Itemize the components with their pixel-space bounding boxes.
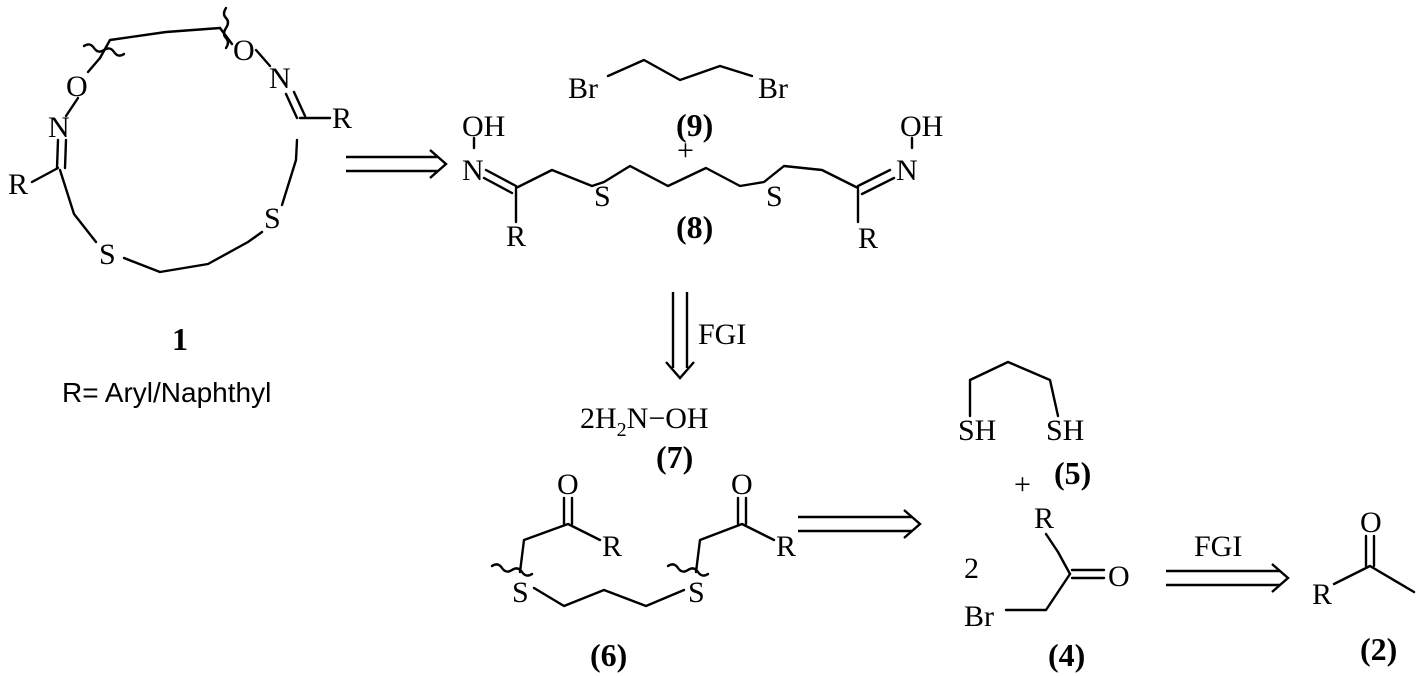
c8-atom-n-right: N	[896, 154, 918, 187]
c1-bond-n-o-right	[254, 48, 272, 68]
compound-9: Br Br (9)	[568, 58, 788, 143]
c4-atom-r: R	[1034, 502, 1054, 535]
c6-atom-o-right: O	[731, 468, 753, 501]
c1-wavy-left	[82, 43, 126, 57]
c6-atom-s-left: S	[512, 576, 529, 609]
c8-label: (8)	[676, 209, 713, 245]
fgi-label-2: FGI	[1194, 530, 1242, 563]
c1-atom-o-left: O	[66, 70, 88, 103]
c5-label: (5)	[1054, 455, 1091, 491]
c6-s-chain	[532, 586, 686, 608]
retro-arrow-2	[798, 509, 922, 539]
c1-atom-o-right: O	[233, 34, 255, 67]
c1-atom-n-left: N	[48, 111, 70, 144]
c8-atom-s-right: S	[766, 180, 783, 213]
c7-text: 2H2N−OH	[580, 402, 709, 441]
c4-coef: 2	[964, 552, 979, 585]
compound-7: 2H2N−OH (7)	[580, 402, 709, 475]
c6-wavy-right	[666, 563, 710, 577]
c9-chain	[606, 58, 754, 82]
c1-right-chain	[280, 138, 299, 207]
c1-atom-s-right: S	[264, 202, 281, 235]
c1-bond-c-n-right-a	[284, 92, 299, 120]
retro-arrow-1	[346, 149, 448, 179]
c1-wavy-right	[222, 6, 230, 50]
c6-left-arm	[518, 522, 602, 574]
c8-bond-c-n-right-a	[856, 168, 892, 188]
c4-atom-br: Br	[964, 600, 994, 633]
c8-atom-oh-right: OH	[900, 110, 943, 143]
compound-5: SH SH (5)	[958, 360, 1091, 491]
c8-atom-oh-left: OH	[462, 110, 505, 143]
c1-atom-n-right: N	[269, 62, 291, 95]
c5-atom-sh-left: SH	[958, 414, 996, 447]
c6-label: (6)	[590, 637, 627, 673]
compound-8: OH N R S S OH N R (8)	[462, 110, 943, 255]
c2-atom-o: O	[1360, 506, 1382, 539]
c5-atom-sh-right: SH	[1046, 414, 1084, 447]
fgi-label-1: FGI	[698, 318, 746, 351]
c9-atom-br-right: Br	[758, 72, 788, 105]
c1-bond-o-c-right	[218, 26, 234, 46]
c2-chain	[1332, 564, 1416, 594]
c6-wavy-left	[490, 563, 534, 577]
c1-atom-s-left: S	[99, 238, 116, 271]
plus-sign-2: +	[1014, 468, 1031, 501]
c6-atom-s-right: S	[688, 576, 705, 609]
c8-chain	[514, 164, 860, 190]
c4-chain	[1056, 550, 1072, 576]
c1-bond-c-o-left	[86, 56, 102, 74]
c1-bond-c-n-right-b	[292, 90, 307, 118]
c8-bond-n-c-left-a	[484, 168, 518, 188]
c8-atom-n-left: N	[462, 154, 484, 187]
c6-atom-r-right: R	[776, 530, 796, 563]
compound-6: O R S O R S (6)	[490, 468, 796, 673]
c4-label: (4)	[1048, 637, 1085, 673]
c8-atom-s-left: S	[594, 180, 611, 213]
c1-atom-r-right: R	[332, 102, 352, 135]
c8-atom-r-left: R	[506, 220, 526, 253]
c8-atom-r-right: R	[858, 222, 878, 255]
c8-bond-c-n-right-b	[860, 176, 896, 196]
compound-4: 2 R O Br (4)	[964, 502, 1130, 673]
c2-label: (2)	[1360, 631, 1397, 667]
c4-bond-c-r	[1044, 532, 1060, 554]
compound-2: O R (2)	[1312, 506, 1416, 667]
c2-atom-r: R	[1312, 578, 1332, 611]
c7-label: (7)	[656, 439, 693, 475]
c1-bond-n-c-left-a	[55, 138, 60, 170]
c5-chain	[968, 360, 1060, 418]
c1-atom-r-left: R	[8, 168, 28, 201]
c1-left-chain	[58, 168, 98, 244]
c1-bond-o-n-left	[64, 96, 80, 118]
c8-bond-n-c-left-b	[482, 176, 514, 195]
c1-top-chain	[98, 26, 222, 60]
c9-label: (9)	[676, 107, 713, 143]
c1-label: 1	[172, 321, 188, 357]
c9-atom-br-left: Br	[568, 72, 598, 105]
c1-bond-n-c-left-b	[63, 138, 68, 170]
retro-arrow-fgi-right: FGI	[1166, 530, 1290, 593]
c6-right-arm	[694, 522, 776, 574]
plus-sign-1: +	[677, 134, 694, 167]
compound-1: O O N N R R S S 1 R= Aryl/Naphthyl	[8, 6, 352, 408]
retro-arrow-fgi-down: FGI	[665, 292, 746, 380]
c6-atom-o-left: O	[557, 468, 579, 501]
c6-atom-r-left: R	[602, 530, 622, 563]
c1-bond-c-r-left	[30, 166, 60, 184]
c4-atom-o: O	[1108, 560, 1130, 593]
c4-c-ch2	[1004, 572, 1072, 612]
c1-bottom-chain	[122, 230, 264, 274]
c1-r-note: R= Aryl/Naphthyl	[62, 377, 271, 408]
